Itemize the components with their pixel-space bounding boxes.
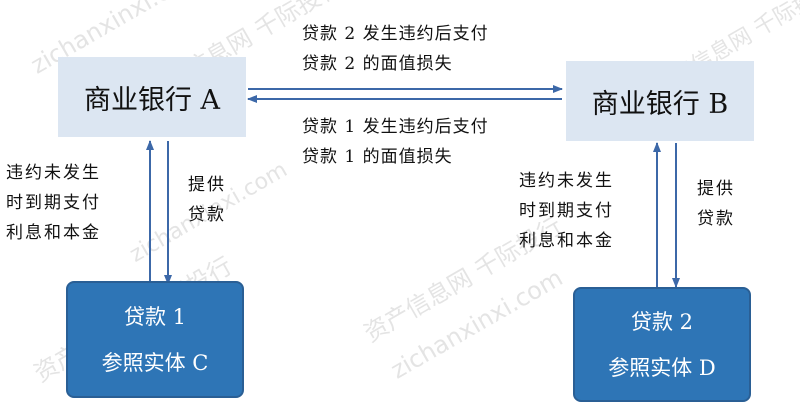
left-up-line1: 违约未发生	[6, 163, 101, 183]
right-up-line3: 利息和本金	[519, 231, 614, 251]
left-down-line1: 提供	[188, 175, 226, 195]
bank-a-box: 商业银行 A	[58, 57, 246, 137]
left-up-line2: 时到期支付	[6, 193, 101, 213]
right-down-label: 提供 贷款	[697, 174, 735, 234]
right-up-line2: 时到期支付	[519, 201, 614, 221]
loan-1-entity: 参照实体 C	[101, 350, 209, 375]
left-up-line3: 利息和本金	[6, 223, 101, 243]
loan-1-title: 贷款 1	[123, 304, 187, 329]
left-down-line2: 贷款	[188, 205, 226, 225]
loan-2-title: 贷款 2	[630, 309, 694, 334]
bank-b-box: 商业银行 B	[566, 61, 754, 141]
loan-2-box: 贷款 2 参照实体 D	[573, 287, 751, 402]
flow-bottom-line2: 贷款 1 的面值损失	[302, 147, 453, 167]
loan-2-entity: 参照实体 D	[608, 355, 716, 380]
bank-a-label: 商业银行 A	[83, 84, 221, 116]
right-down-line1: 提供	[697, 179, 735, 199]
right-up-line1: 违约未发生	[519, 171, 614, 191]
right-up-label: 违约未发生 时到期支付 利息和本金	[519, 166, 614, 256]
left-up-label: 违约未发生 时到期支付 利息和本金	[6, 158, 101, 248]
flow-top-line1: 贷款 2 发生违约后支付	[302, 24, 489, 44]
loan-1-box: 贷款 1 参照实体 C	[66, 281, 244, 398]
flow-top-line2: 贷款 2 的面值损失	[302, 54, 453, 74]
bank-b-label: 商业银行 B	[591, 88, 729, 120]
left-down-label: 提供 贷款	[188, 170, 226, 230]
right-down-line2: 贷款	[697, 209, 735, 229]
flow-bottom-line1: 贷款 1 发生违约后支付	[302, 117, 489, 137]
